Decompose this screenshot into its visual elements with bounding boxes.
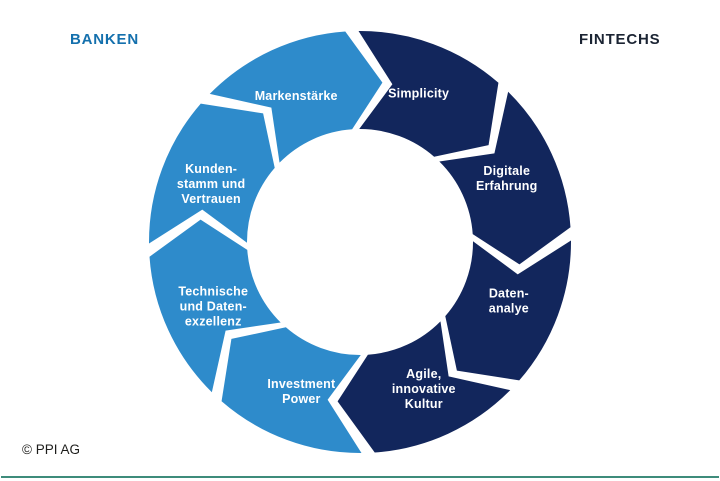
segment-label-simplicity: Simplicity: [388, 87, 449, 101]
segment-simplicity: [358, 31, 499, 157]
fintechs-heading: FINTECHS: [579, 31, 661, 48]
segment-digitale-erfahrung: [439, 91, 571, 265]
divider-line: [1, 476, 719, 478]
segment-investment-power: [221, 327, 362, 453]
segment-label-datenanalye: Daten-analye: [489, 287, 529, 316]
segment-label-markenstaerke: Markenstärke: [255, 89, 338, 103]
segment-markenstaerke: [209, 31, 383, 163]
segment-technische-datenexzellenz: [149, 219, 281, 393]
copyright-text: © PPI AG: [22, 442, 80, 457]
segment-datenanalye: [445, 240, 571, 381]
segment-agile-innovative-kultur: [337, 321, 511, 453]
banken-heading: BANKEN: [70, 31, 139, 48]
segment-kundenstamm-vertrauen: [149, 103, 275, 244]
